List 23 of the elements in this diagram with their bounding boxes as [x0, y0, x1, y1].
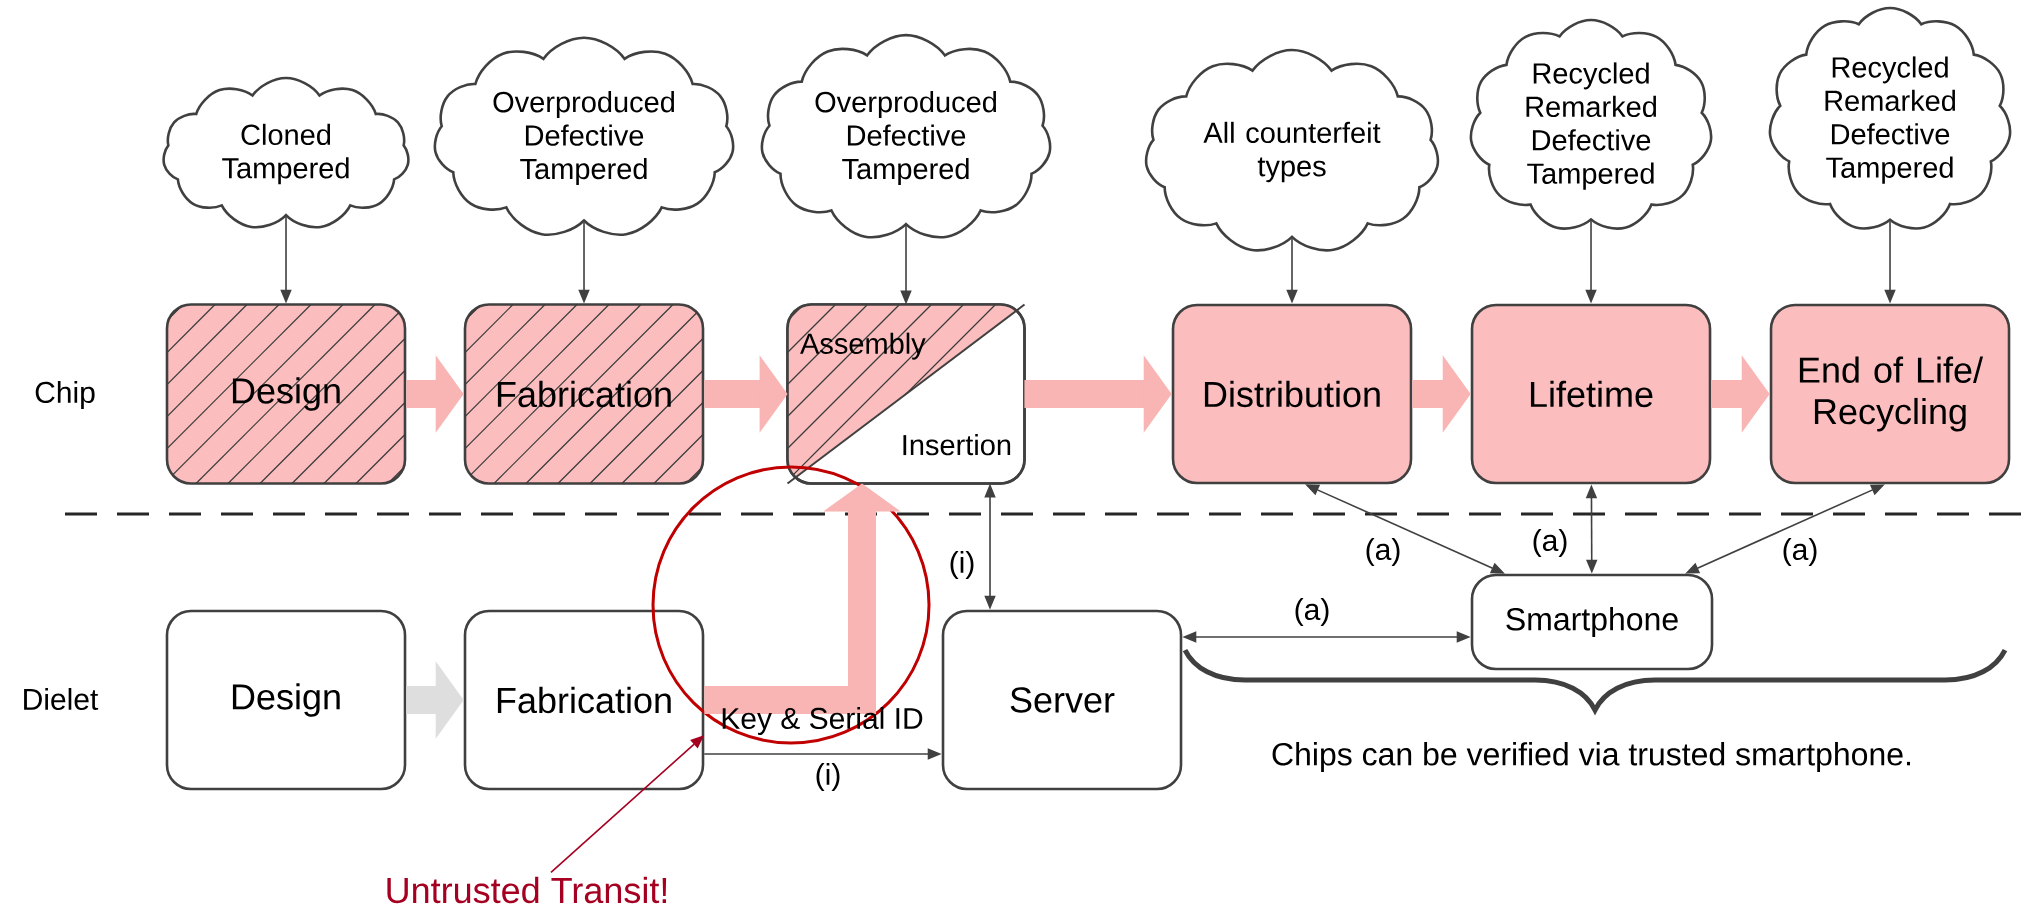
edge-label: (i) [945, 548, 979, 582]
cloud-bubble: Overproduced Defective Tampered [433, 36, 735, 236]
row-label: Chip [35, 381, 95, 409]
process-box: Design [165, 609, 407, 791]
caption: Chips can be verified via trusted smartphone. [1272, 742, 1910, 772]
process-box: End of Life/ Recycling [1769, 303, 2011, 485]
cloud-bubble: Recycled Remarked Defective Tampered [1768, 6, 2012, 230]
process-box: Fabrication [463, 609, 705, 791]
edge-label: (a) [1361, 535, 1405, 569]
device-box: Smartphone [1470, 573, 1714, 671]
process-box: Server [941, 609, 1183, 791]
cloud-bubble: Recycled Remarked Defective Tampered [1469, 18, 1713, 230]
cloud-bubble: Overproduced Defective Tampered [760, 33, 1052, 239]
process-box: Lifetime [1470, 303, 1712, 485]
cloud-bubble: Cloned Tampered [162, 76, 410, 229]
process-box: Distribution [1171, 303, 1413, 485]
edge-label: (a) [1528, 526, 1572, 560]
edge-label: (i) [811, 760, 845, 794]
edge-label: (a) [1778, 535, 1822, 569]
row-label: Dielet [24, 688, 99, 710]
edge-label: (a) [1290, 595, 1334, 629]
warning-text: Untrusted Transit! [387, 876, 667, 904]
cloud-bubble: All counterfeit types [1144, 48, 1440, 252]
